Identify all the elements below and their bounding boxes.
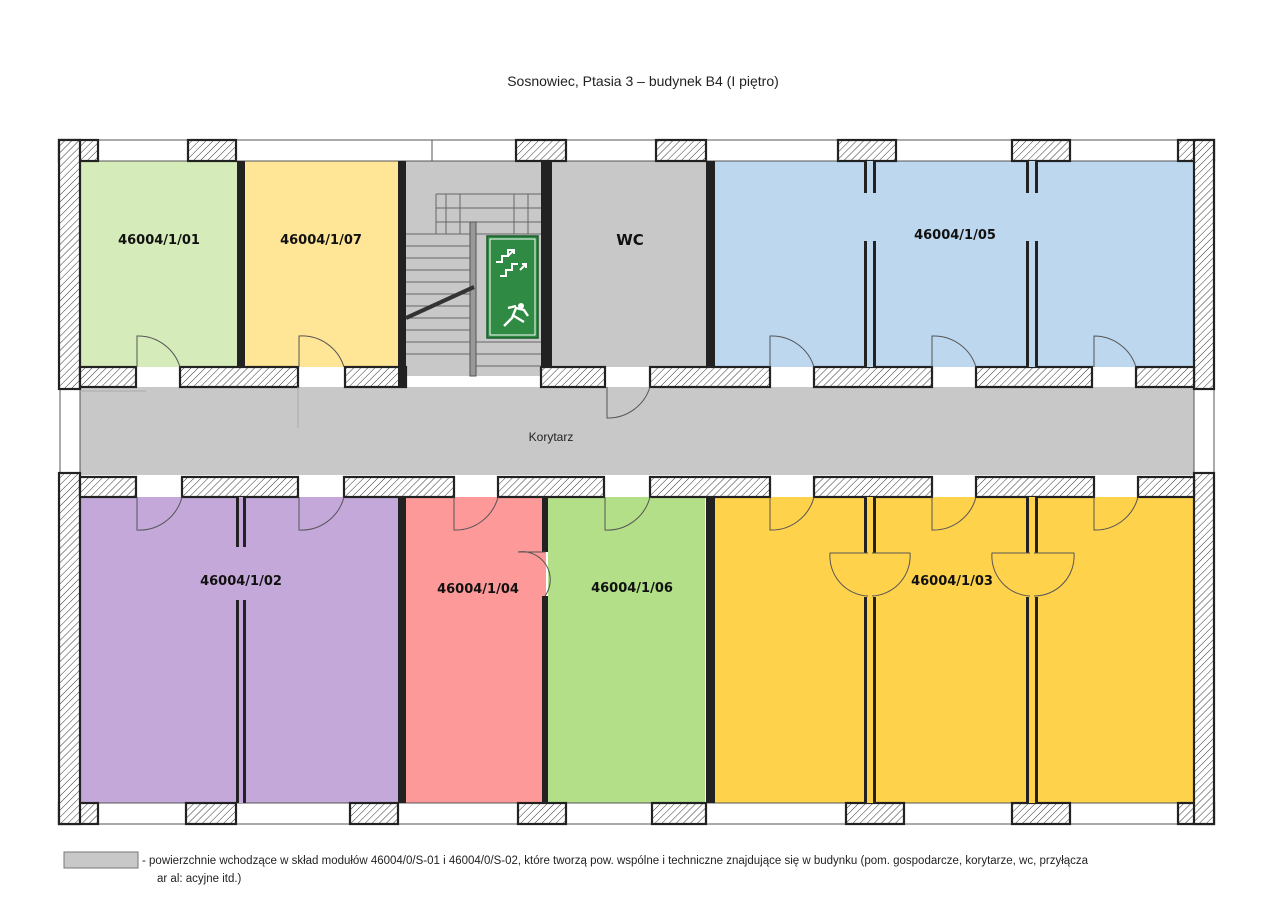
room-06-fill [548,497,705,803]
room-05-fill [715,161,1194,367]
plan-title: Sosnowiec, Ptasia 3 – budynek B4 (I pięt… [507,73,779,89]
room-04-fill [406,497,546,803]
room-label-01: 46004/1/01 [118,233,200,248]
corridor-walls-north [78,365,1196,389]
room-label-wc: WC [616,231,644,249]
room-01-fill [80,161,237,367]
room-label-04: 46004/1/04 [437,582,519,597]
room-label-03: 46004/1/03 [911,574,993,589]
room-labels: 46004/1/01 46004/1/07 WC 46004/1/05 Kory… [118,228,996,597]
legend-line-1: - powierzchnie wchodzące w skład modułów… [142,855,1089,867]
room-label-02: 46004/1/02 [200,574,282,589]
partition-walls [236,161,1038,803]
corridor-walls-south [78,475,1196,499]
room-label-07: 46004/1/07 [280,233,362,248]
legend-line-2: ar al: acyjne itd.) [157,873,242,885]
doors [80,335,1139,597]
room-fills [80,161,1194,803]
staircase [405,193,541,377]
room-label-05: 46004/1/05 [914,228,996,243]
legend: - powierzchnie wchodzące w skład modułów… [63,851,1089,885]
exterior-walls [57,138,1216,826]
room-07-fill [245,161,398,367]
emergency-exit-sign-icon [486,235,539,339]
legend-swatch [63,851,139,869]
wc-fill [552,161,706,367]
corridor-label: Korytarz [529,430,574,444]
room-label-06: 46004/1/06 [591,581,673,596]
corridor-fill [80,387,1194,475]
room-03-fill [715,497,1194,803]
